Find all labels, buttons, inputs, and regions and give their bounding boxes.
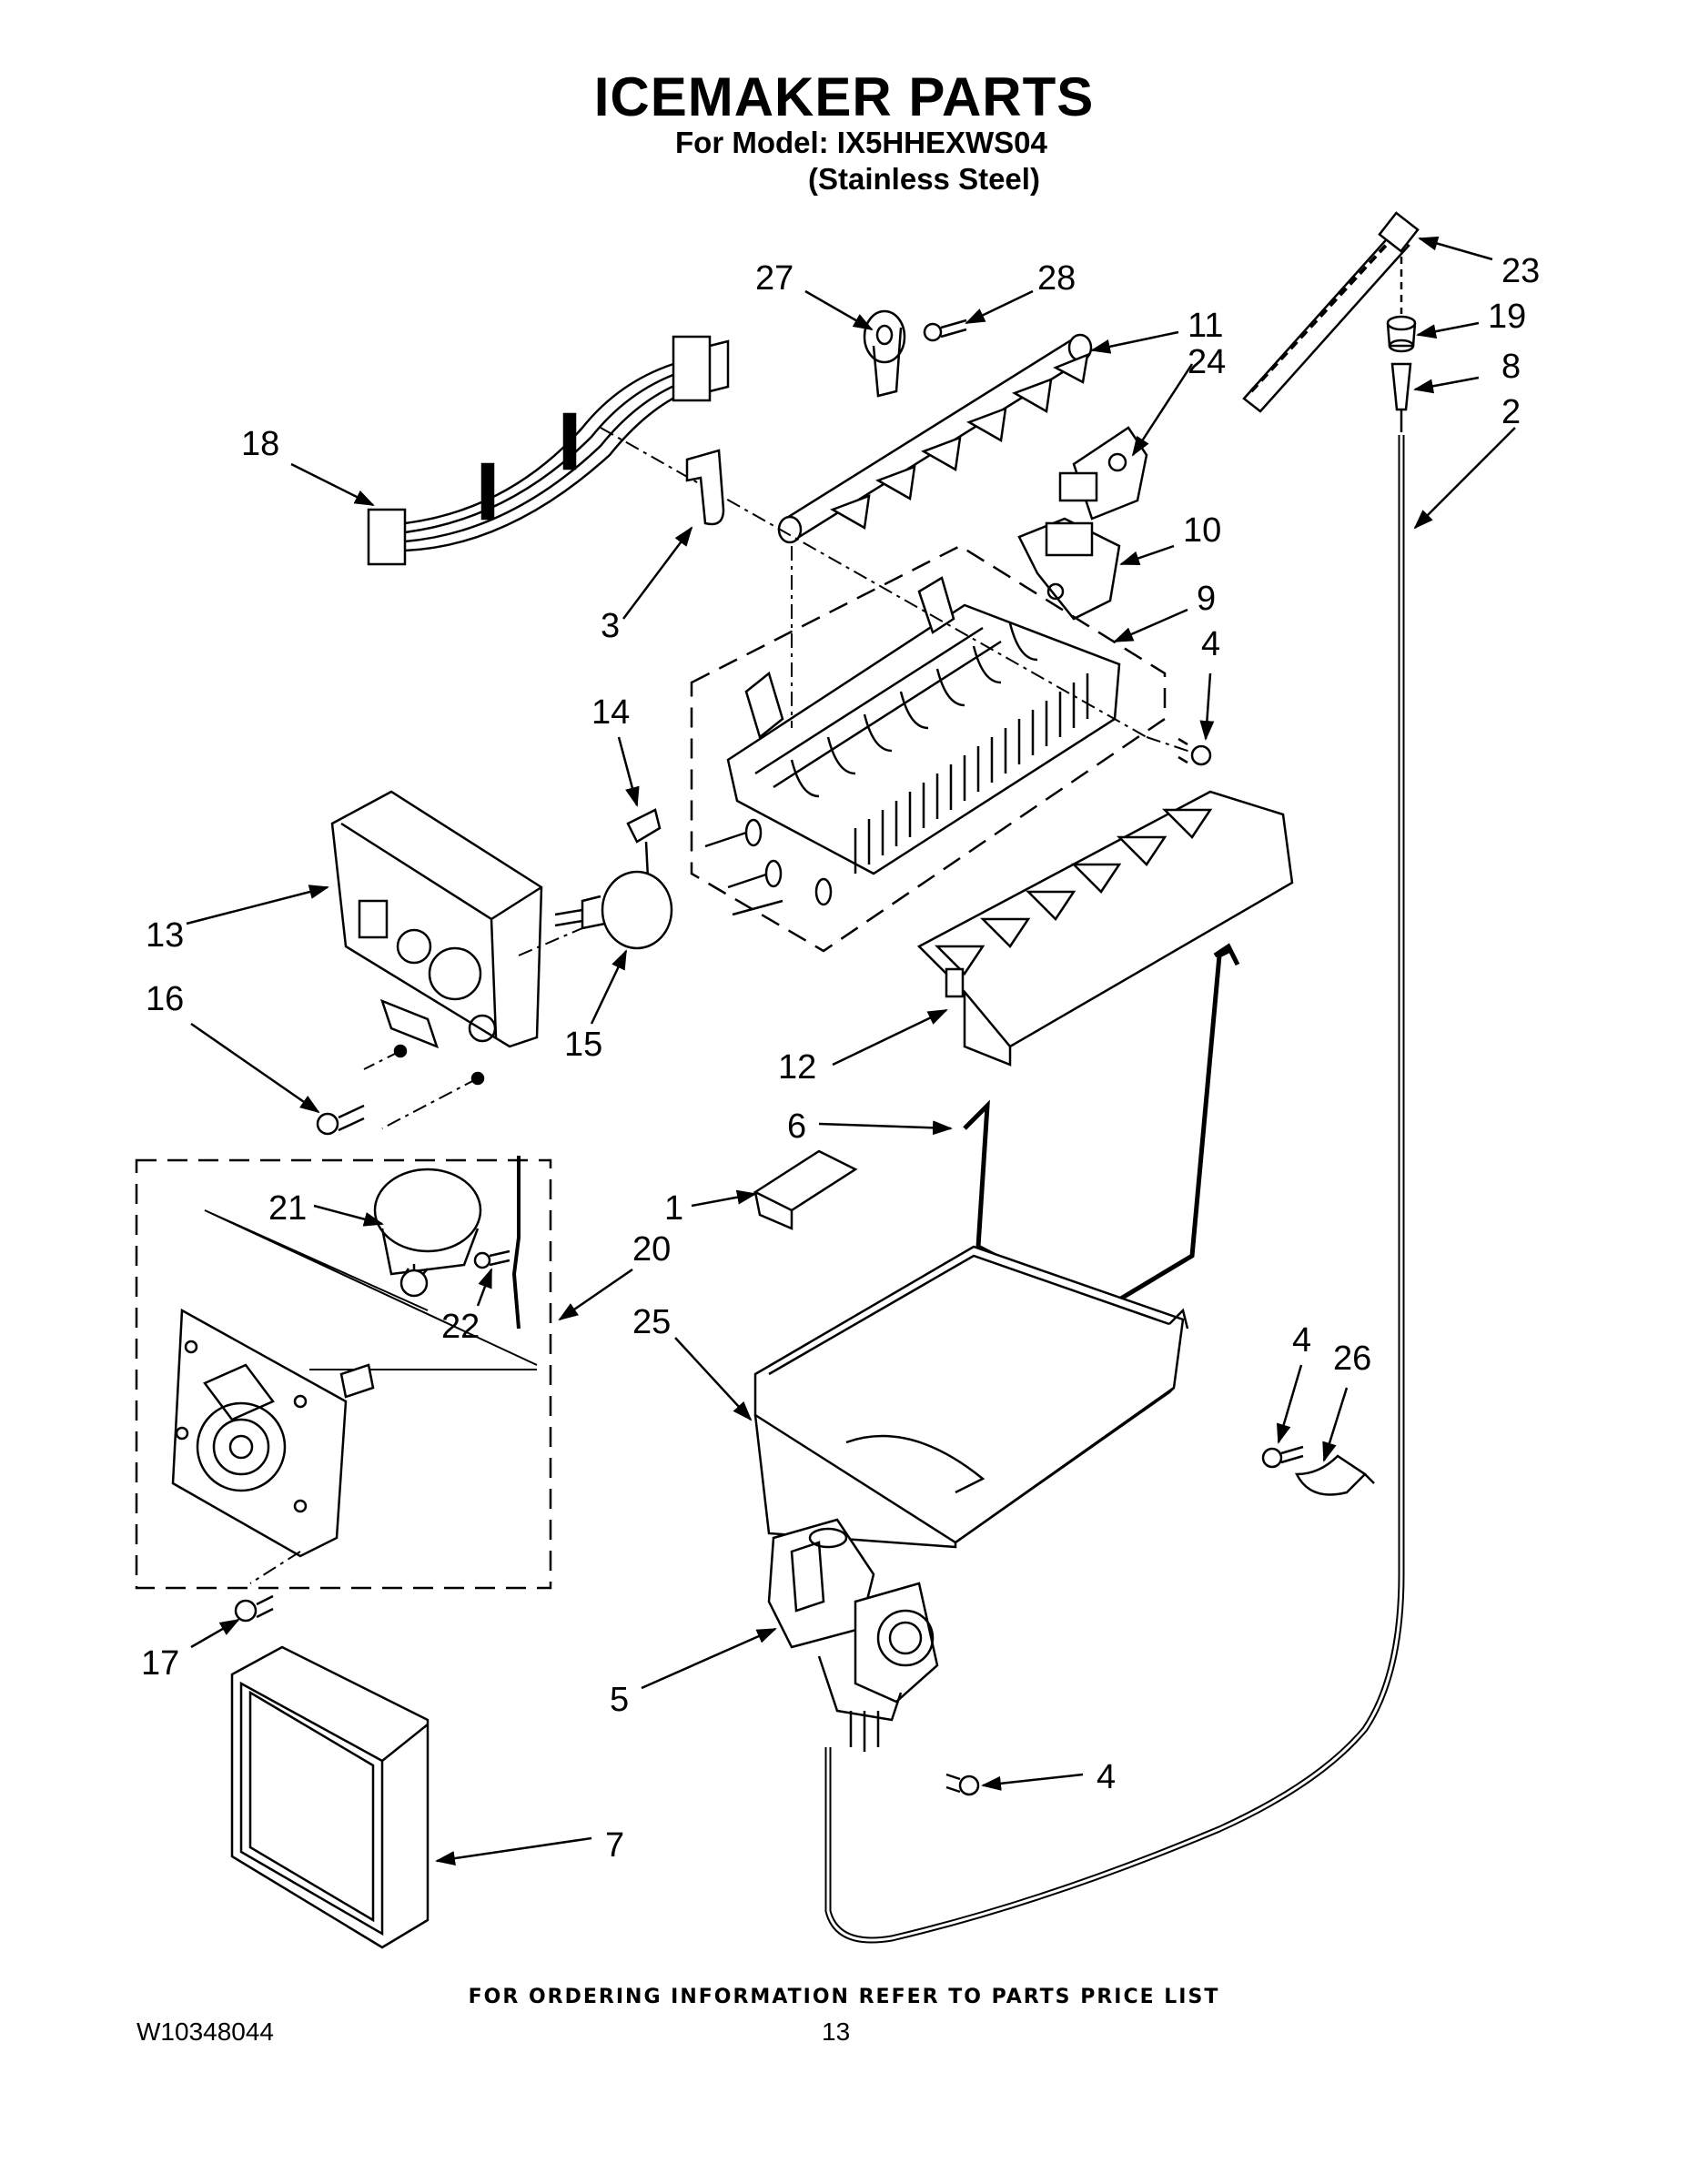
callout-10: 10 xyxy=(1183,511,1221,550)
screw-28-part xyxy=(923,318,967,342)
variant-line: (Stainless Steel) xyxy=(808,162,1040,196)
tube-grommet-part xyxy=(1386,315,1417,353)
callout-9: 9 xyxy=(1197,580,1216,618)
wire-harness-part xyxy=(367,335,730,566)
cam-24-part xyxy=(1058,426,1148,521)
ordering-note: FOR ORDERING INFORMATION REFER TO PARTS … xyxy=(468,1986,1220,2008)
ice-mold-part xyxy=(704,576,1121,916)
clip-3-part xyxy=(685,449,725,526)
callout-22: 22 xyxy=(441,1308,480,1346)
callout-8: 8 xyxy=(1501,348,1521,386)
callout-19: 19 xyxy=(1488,298,1526,336)
callout-24: 24 xyxy=(1188,343,1226,381)
model-line: For Model: IX5HHEXWS04 xyxy=(675,126,1047,159)
callout-27: 27 xyxy=(755,259,793,298)
clamp-26-part xyxy=(1294,1454,1375,1496)
mold-frame xyxy=(690,544,1167,953)
callout-20: 20 xyxy=(632,1230,671,1269)
callout-26: 26 xyxy=(1333,1340,1371,1378)
callout-3: 3 xyxy=(601,607,620,645)
ice-stripper-part xyxy=(916,790,1294,1067)
clip-14-part xyxy=(626,808,662,879)
thermostat-15-part xyxy=(554,870,673,950)
callout-2: 2 xyxy=(1501,393,1521,431)
screw-4a-part xyxy=(1178,737,1212,766)
screw-22-part xyxy=(473,1249,510,1269)
leader-lines xyxy=(186,236,1516,1866)
document-id: W10348044 xyxy=(136,2017,275,2046)
motor-housing-part xyxy=(171,1308,375,1558)
ejector-part xyxy=(777,333,1093,544)
callout-5: 5 xyxy=(610,1681,629,1719)
callout-14: 14 xyxy=(591,693,630,732)
control-housing-part xyxy=(330,790,543,1086)
callout-13: 13 xyxy=(146,916,184,955)
callout-16: 16 xyxy=(146,980,184,1018)
fill-tube-part xyxy=(1242,211,1420,413)
tube-fitting-part xyxy=(1390,362,1412,432)
callout-7: 7 xyxy=(605,1826,624,1865)
page-number: 13 xyxy=(822,2017,851,2046)
page-title: ICEMAKER PARTS xyxy=(593,66,1095,127)
callout-23: 23 xyxy=(1501,252,1540,290)
screw-16-part xyxy=(316,1104,365,1136)
screw-4b-part xyxy=(1261,1445,1304,1469)
bracket-27-part xyxy=(863,309,906,398)
callout-4c: 4 xyxy=(1097,1758,1116,1796)
ice-bin-part xyxy=(753,1245,1189,1549)
screw-4c-part xyxy=(945,1773,980,1796)
callout-25: 25 xyxy=(632,1303,671,1341)
callout-6: 6 xyxy=(787,1107,806,1146)
callout-numbers: 27 28 23 19 11 24 8 2 18 10 9 3 4 14 13 … xyxy=(141,252,1540,1865)
callout-11: 11 xyxy=(1188,307,1223,345)
cover-7-part xyxy=(230,1645,430,1949)
callout-17: 17 xyxy=(141,1644,179,1683)
screw-17-part xyxy=(234,1594,274,1623)
callout-4a: 4 xyxy=(1201,625,1220,663)
callout-28: 28 xyxy=(1037,259,1076,298)
callout-18: 18 xyxy=(241,425,279,463)
motor-frame xyxy=(135,1158,552,1590)
water-valve-part xyxy=(767,1518,939,1752)
callout-15: 15 xyxy=(564,1026,602,1064)
motor-21-part xyxy=(373,1168,482,1298)
lever-10-part xyxy=(1017,517,1121,621)
callout-1: 1 xyxy=(664,1189,683,1228)
bracket-1-part xyxy=(753,1149,858,1230)
callout-21: 21 xyxy=(268,1189,307,1228)
callout-4b: 4 xyxy=(1292,1321,1311,1360)
callout-12: 12 xyxy=(778,1048,816,1087)
